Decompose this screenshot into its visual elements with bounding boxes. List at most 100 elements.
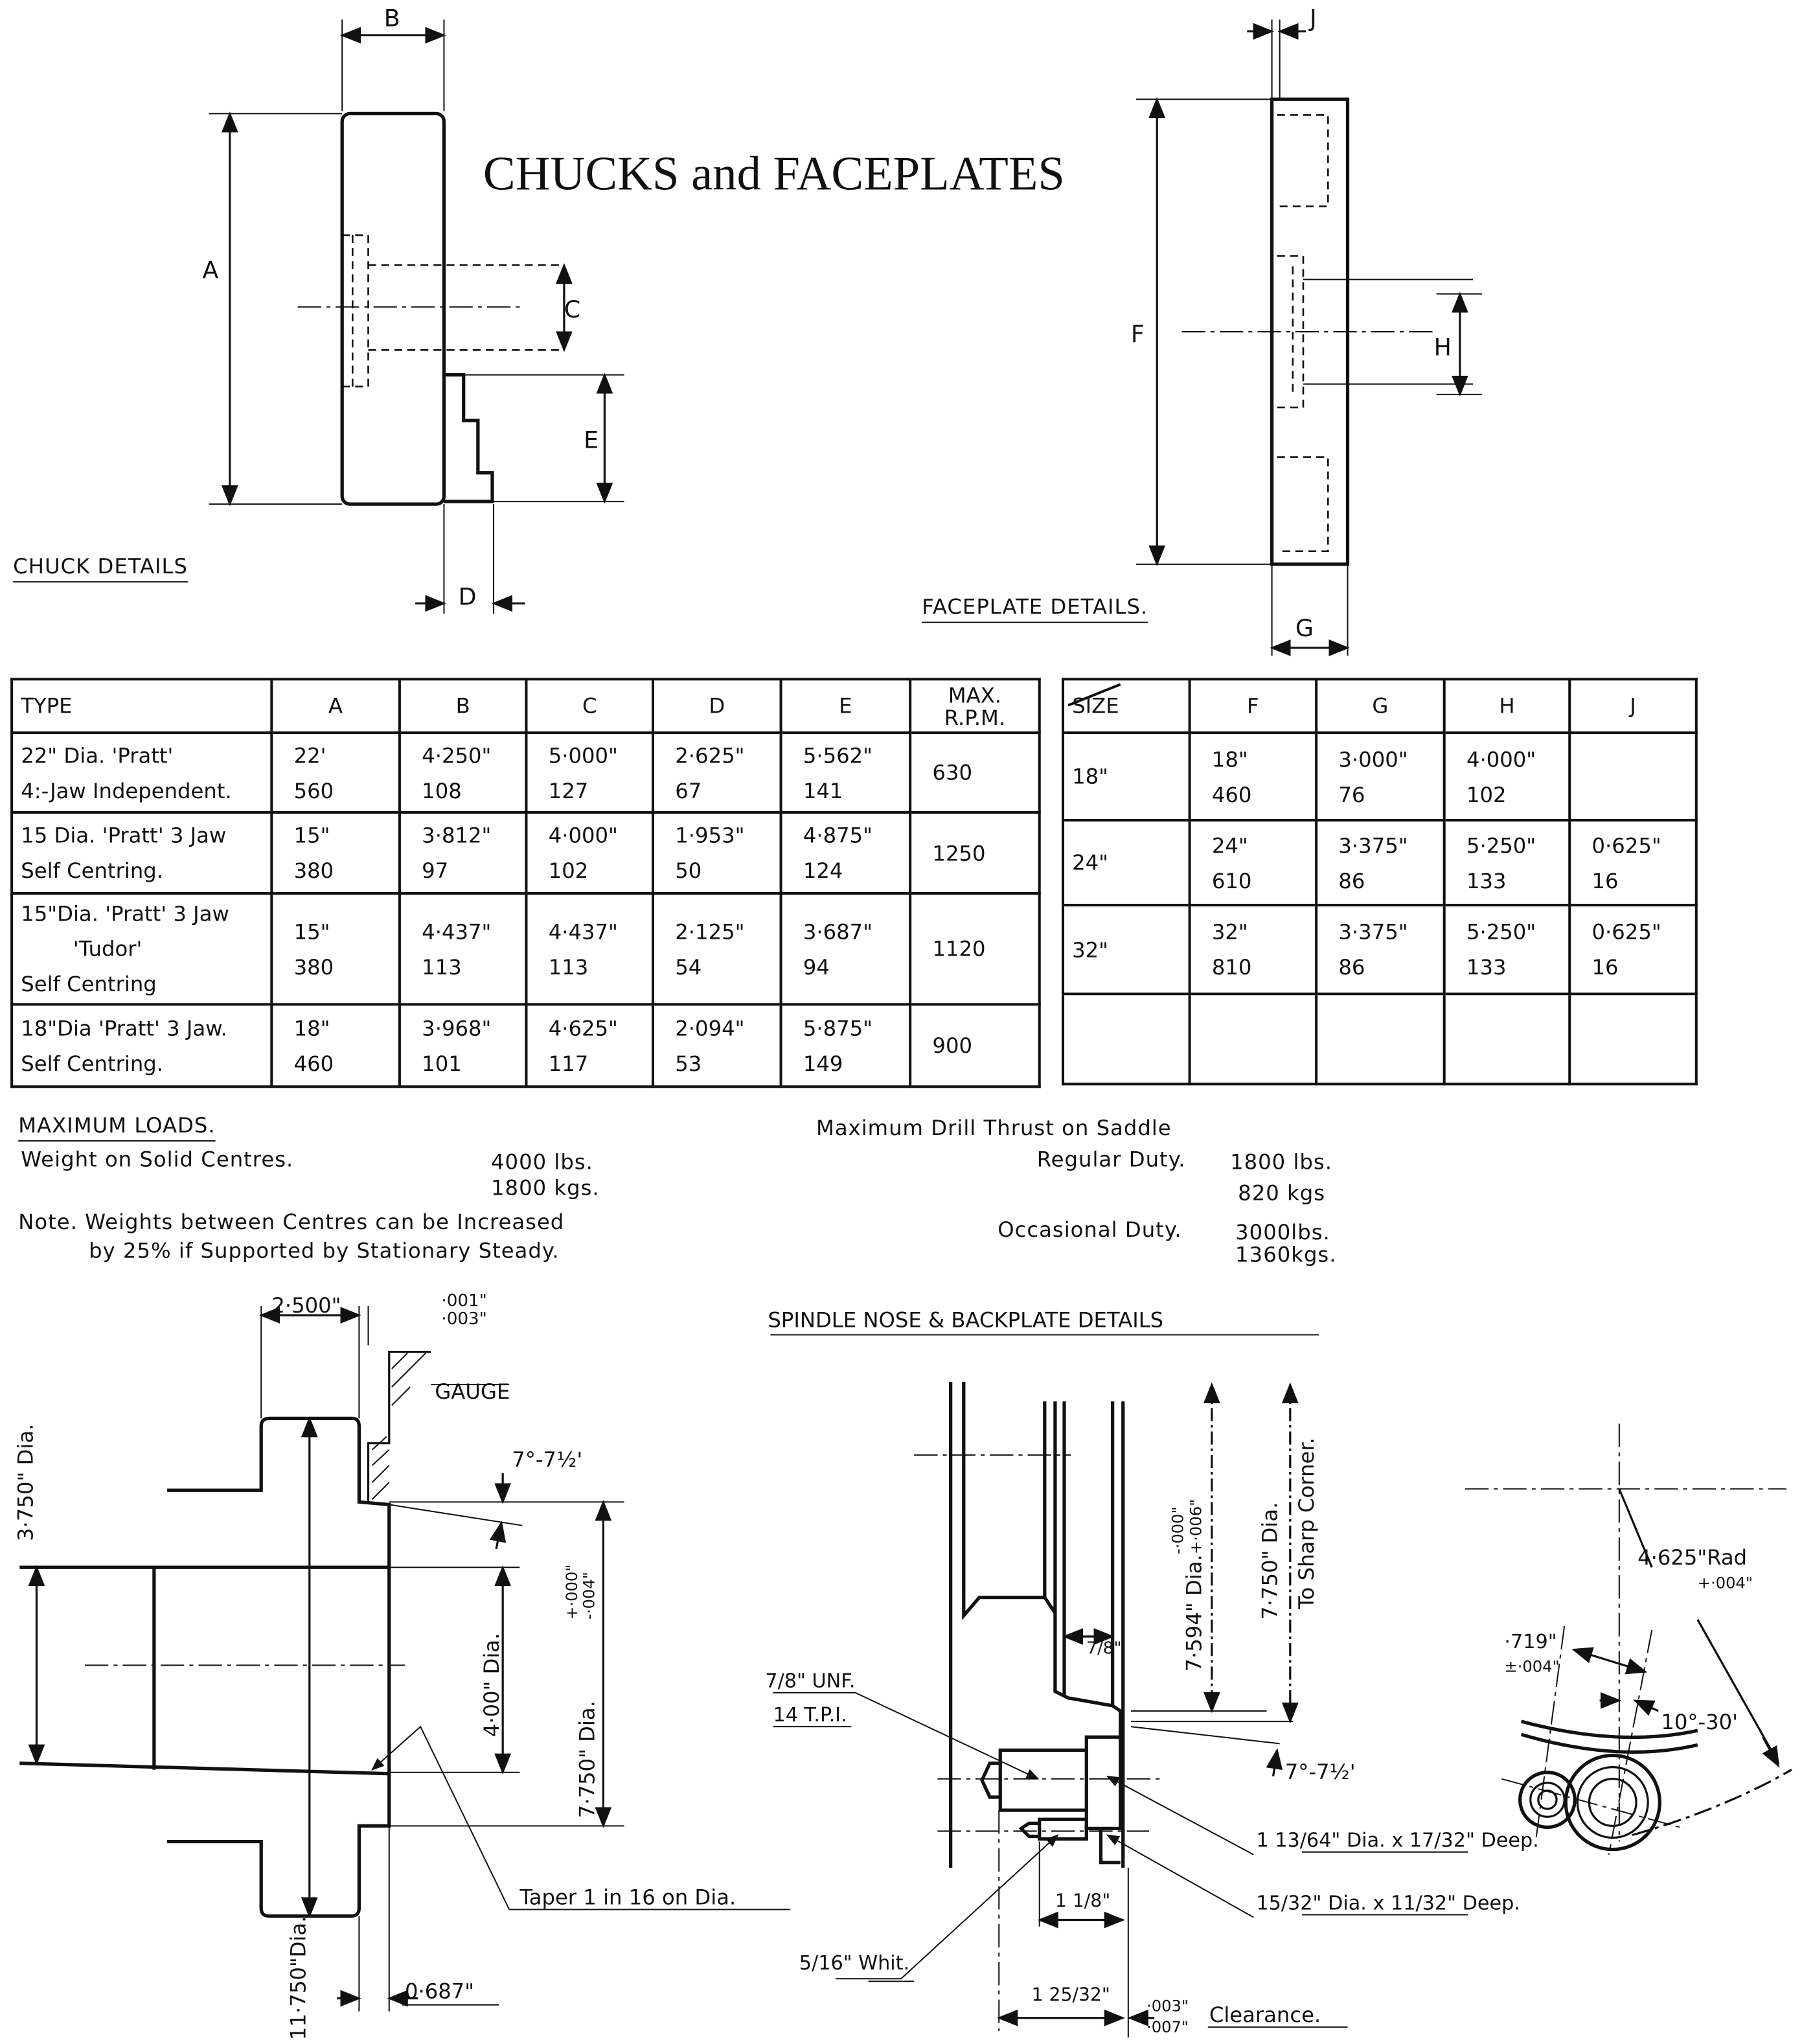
cell-line: 3·812" — [422, 823, 492, 848]
column-header: G — [1315, 678, 1446, 734]
cell-line: Self Centring. — [21, 1050, 164, 1076]
cell-line: 0·625" — [1591, 833, 1661, 858]
table-cell: 18"460 — [1188, 731, 1318, 822]
cell-line: 1·953" — [675, 823, 745, 848]
cell-line: 380 — [293, 954, 334, 979]
cell-line: 67 — [675, 777, 702, 803]
table-cell: 1120 — [909, 891, 1041, 1006]
cell-line: 3·000" — [1338, 746, 1408, 772]
table-cell — [1188, 993, 1318, 1086]
table-cell: 15"380 — [270, 891, 401, 1006]
cell-line: 18" — [1211, 746, 1248, 772]
table-cell: 3·375"86 — [1315, 904, 1446, 996]
column-header: F — [1188, 678, 1318, 734]
cell-line: 76 — [1338, 781, 1365, 807]
cell-line: 94 — [803, 954, 830, 979]
column-header: J — [1568, 678, 1698, 734]
cell-line: 0·625" — [1591, 919, 1661, 945]
note-line-1: Note. Weights between Centres can be Inc… — [18, 1209, 565, 1235]
unf-label: 7/8" UNF. — [765, 1670, 855, 1693]
cell-line: 101 — [422, 1050, 462, 1076]
dia-7594: 7·594" Dia. — [1182, 1554, 1207, 1671]
cell-line: 102 — [1466, 781, 1507, 807]
table-cell: 1250 — [909, 810, 1041, 895]
tol-003: ·003" — [441, 1309, 486, 1329]
column-header: MAX. R.P.M. — [909, 678, 1041, 734]
table-row: 22" Dia. 'Pratt'4:-Jaw Independent.22'56… — [10, 731, 1041, 814]
column-header: SIZE — [1062, 678, 1191, 734]
table-cell — [1067, 683, 1698, 822]
radius-label: 4·625"Rad — [1637, 1545, 1747, 1570]
dia-400: 4·00" Dia. — [479, 1633, 504, 1738]
table-cell: 24" — [1062, 819, 1191, 907]
table-cell: 2·125"54 — [651, 891, 782, 1006]
dim-1-1-8: 1 1/8" — [1055, 1890, 1110, 1911]
cell-line: 127 — [548, 777, 589, 803]
cell-line: 'Tudor' — [73, 936, 143, 961]
column-header: E — [779, 678, 912, 734]
regular-duty-kgs: 820 kgs — [1238, 1180, 1326, 1206]
tol-719: ±·004" — [1504, 1657, 1559, 1675]
cell-line: 5·875" — [803, 1015, 873, 1040]
table-cell: 2·625"67 — [651, 731, 782, 814]
dia-11750: 11·750"Dia. — [286, 1916, 311, 2040]
note-line-2: by 25% if Supported by Stationary Steady… — [89, 1238, 560, 1263]
table-cell: 4·437"113 — [525, 891, 655, 1006]
table-cell: 5·250" 133 — [1443, 819, 1571, 907]
cell-line: 610 — [1211, 867, 1252, 893]
table-cell: 2·094"53 — [651, 1003, 782, 1088]
cell-line: 113 — [548, 954, 589, 979]
clear-007: ·007" — [1146, 2018, 1189, 2036]
occasional-duty-lbs: 3000lbs. — [1235, 1219, 1330, 1245]
occasional-duty-kgs: 1360kgs. — [1235, 1242, 1337, 1267]
cell-line: 18"Dia 'Pratt' 3 Jaw. — [21, 1015, 227, 1040]
table-cell: 1·953"50 — [651, 810, 782, 895]
dim-0687: 0·687" — [405, 1979, 474, 2003]
cell-line: 86 — [1338, 867, 1365, 893]
table-cell: 3·000" 76 — [1315, 731, 1446, 822]
cell-line: 5·250" — [1466, 833, 1536, 858]
cell-line: 4·437" — [422, 919, 492, 944]
dim-label-f: F — [1131, 320, 1145, 348]
weight-lbs: 4000 lbs. — [491, 1149, 593, 1175]
table-row: 18"18"460 3·000" 76 4·000"102 — [1062, 683, 1698, 822]
spindle-nose-view: SPINDLE NOSE & BACKPLATE DETAILS 7/8" UN… — [765, 1307, 1792, 2038]
hole2-label: 15/32" Dia. x 11/32" Deep. — [1256, 1892, 1520, 1914]
cell-line: 18" — [293, 1015, 330, 1040]
table-cell: 32" — [1062, 904, 1191, 996]
cell-line: 133 — [1466, 867, 1507, 893]
table-cell: 0·625"16 — [1568, 819, 1698, 907]
faceplate-side-view: F H G J — [1131, 4, 1483, 656]
table-cell: 4·625"117 — [525, 1003, 655, 1088]
faceplate-details-caption: FACEPLATE DETAILS. — [922, 594, 1148, 623]
clearance-label: Clearance. — [1209, 2003, 1321, 2027]
cell-line: 560 — [293, 777, 334, 803]
cell-line: 5·000" — [548, 742, 618, 768]
cell-line: 24" — [1072, 850, 1109, 875]
page-title: CHUCKS and FACEPLATES — [483, 147, 1065, 201]
dim-label-j: J — [1308, 4, 1317, 32]
column-header: A — [270, 678, 401, 734]
column-header: TYPE — [10, 678, 273, 734]
nose-angle: 7°-7½' — [1285, 1760, 1356, 1784]
whit-label: 5/16" Whit. — [799, 1952, 909, 1975]
table-cell: 4·000"102 — [1443, 731, 1571, 822]
table-cell: 900 — [909, 1003, 1041, 1088]
cell-line: 16 — [1591, 954, 1619, 980]
column-header: D — [651, 678, 782, 734]
cell-line: 15 Dia. 'Pratt' 3 Jaw — [21, 823, 227, 848]
drill-thrust-heading: Maximum Drill Thrust on Saddle — [816, 1115, 1172, 1140]
table-cell: 18" — [1062, 731, 1191, 822]
cell-line: 32" — [1211, 919, 1248, 945]
weight-kgs: 1800 kgs. — [491, 1175, 600, 1200]
sharp-corner: To Sharp Corner. — [1294, 1438, 1319, 1610]
radius-tol: +·004" — [1698, 1574, 1753, 1592]
cell-line: 102 — [548, 858, 589, 883]
cell-line: Self Centring — [21, 971, 157, 997]
cell-line: 4·625" — [548, 1015, 618, 1040]
tol-minus-004: -·004" — [580, 1572, 598, 1620]
